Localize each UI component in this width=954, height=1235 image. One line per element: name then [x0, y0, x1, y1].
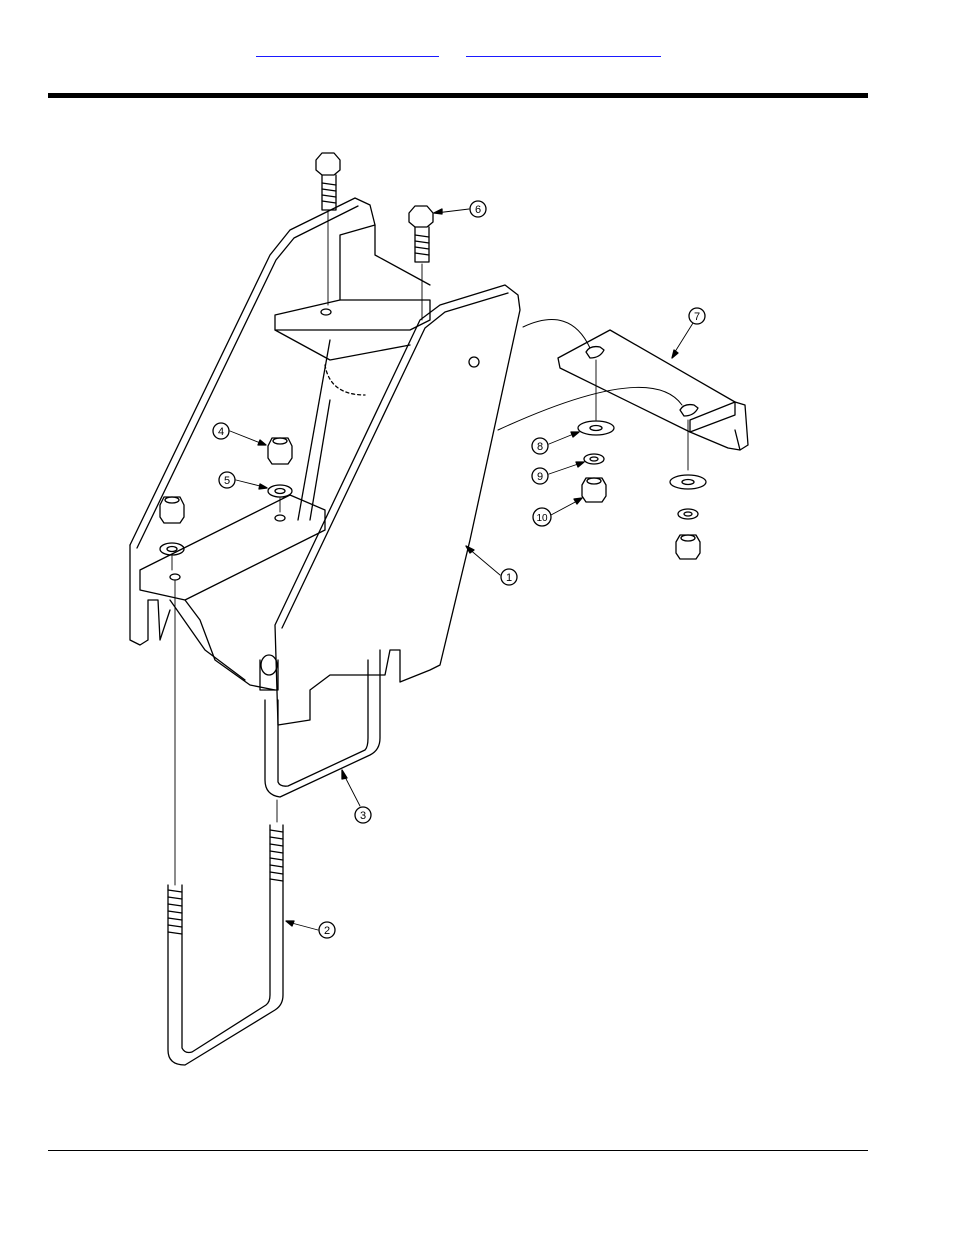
exploded-parts-diagram: 1 2 3 4 5 6 7 8	[120, 140, 760, 1080]
callout-8-label: 8	[537, 441, 543, 453]
nut-left	[160, 497, 184, 570]
callout-4-label: 4	[218, 426, 224, 438]
nut-4	[268, 438, 292, 464]
u-bolt-2	[168, 580, 283, 1065]
header-link-1[interactable]	[256, 44, 439, 57]
callout-6-label: 6	[475, 204, 481, 216]
callout-1: 1	[466, 546, 517, 585]
hardware-stack-right	[670, 420, 706, 559]
header-link-2[interactable]	[466, 44, 661, 57]
callout-10-label: 10	[536, 513, 548, 524]
callout-6: 6	[434, 201, 486, 217]
main-bracket	[130, 198, 520, 725]
callout-4: 4	[213, 423, 266, 445]
callout-5-label: 5	[224, 475, 230, 487]
callout-9: 9	[532, 462, 584, 484]
header-rule	[48, 93, 868, 98]
footer-rule	[48, 1150, 868, 1151]
callout-9-label: 9	[537, 471, 543, 483]
u-bolt-3	[260, 650, 380, 797]
hardware-stack-left	[578, 360, 614, 502]
callout-1-label: 1	[506, 572, 512, 584]
callout-5: 5	[219, 472, 267, 489]
callout-2-label: 2	[324, 925, 330, 937]
callout-8: 8	[532, 432, 579, 454]
callout-7-label: 7	[694, 311, 700, 323]
callout-3-label: 3	[360, 810, 366, 822]
callout-3: 3	[342, 770, 371, 823]
callout-10: 10	[533, 498, 582, 526]
washer-5	[268, 485, 292, 512]
bolt-6-left	[316, 153, 340, 305]
bracket-7	[498, 320, 748, 450]
callout-7: 7	[672, 308, 705, 358]
callout-2: 2	[286, 921, 335, 938]
